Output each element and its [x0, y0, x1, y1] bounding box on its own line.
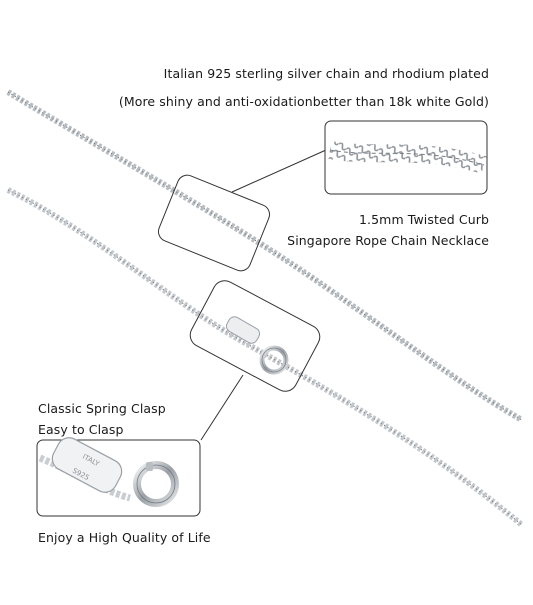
headline-line1: Italian 925 sterling silver chain and rh… — [163, 66, 489, 81]
clasp-zoom-frame — [189, 280, 321, 392]
clasp-caption-line1: Classic Spring Clasp — [38, 401, 166, 416]
chain-zoom-frame — [157, 174, 271, 272]
chain-strand-upper — [6, 89, 524, 423]
footer-caption: Enjoy a High Quality of Life — [38, 530, 211, 545]
chain-caption-line1: 1.5mm Twisted Curb — [358, 212, 489, 227]
clasp-caption-line2: Easy to Clasp — [38, 422, 124, 437]
chain-caption-line2: Singapore Rope Chain Necklace — [287, 233, 489, 248]
headline-line2: (More shiny and anti-oxidationbetter tha… — [118, 94, 489, 109]
